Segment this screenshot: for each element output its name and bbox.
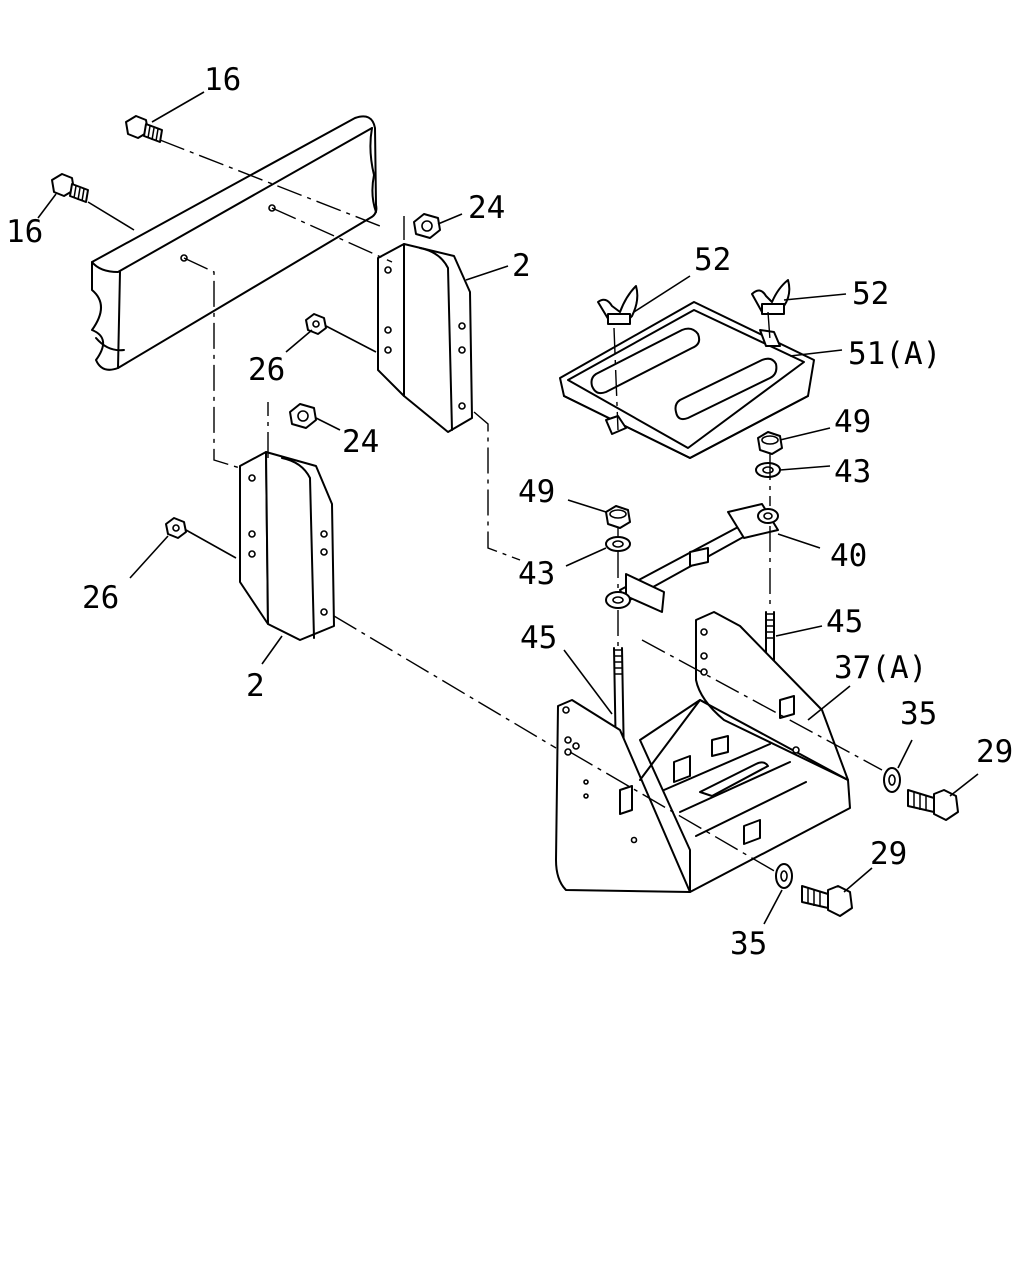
battery-tray-37 xyxy=(555,611,851,893)
nut-49-left xyxy=(605,505,631,529)
wing-nut-52-right xyxy=(751,279,791,315)
callout-16-left: 16 xyxy=(6,214,43,250)
washer-43-left xyxy=(605,536,631,552)
nut-26-upper xyxy=(305,313,327,335)
leader-lines xyxy=(37,91,979,925)
callout-29-right: 29 xyxy=(976,734,1013,770)
callout-52-right: 52 xyxy=(852,276,889,312)
flange-bolt-29-lower xyxy=(801,885,853,917)
callout-labels: 16 16 24 2 26 24 26 2 52 52 51(A) 49 43 … xyxy=(6,62,1013,962)
bracket-2-lower xyxy=(239,451,335,641)
callout-24-lower: 24 xyxy=(342,424,379,460)
callout-37a: 37(A) xyxy=(834,650,927,686)
callout-2-upper: 2 xyxy=(512,248,531,284)
washer-35-lower xyxy=(775,863,793,889)
callout-49-right: 49 xyxy=(834,404,871,440)
callout-45-right: 45 xyxy=(826,604,863,640)
callout-43-left: 43 xyxy=(518,556,555,592)
nut-24-upper xyxy=(413,213,441,239)
callout-26-upper: 26 xyxy=(248,352,285,388)
callout-45-left: 45 xyxy=(520,620,557,656)
nut-24-lower xyxy=(289,403,317,429)
washer-43-right xyxy=(755,462,781,478)
callout-52-left: 52 xyxy=(694,242,731,278)
callout-26-lower: 26 xyxy=(82,580,119,616)
nut-26-lower xyxy=(165,517,187,539)
callout-51a: 51(A) xyxy=(848,336,941,372)
flange-bolt-16-top xyxy=(125,115,163,143)
assembly-lines xyxy=(159,139,883,873)
callout-43-right: 43 xyxy=(834,454,871,490)
flange-bolt-16-left xyxy=(51,173,89,203)
nut-49-right xyxy=(757,431,783,455)
callout-40: 40 xyxy=(830,538,867,574)
callout-24-upper: 24 xyxy=(468,190,505,226)
callout-49-left: 49 xyxy=(518,474,555,510)
bracket-2-upper xyxy=(377,243,473,433)
hold-down-bar-40 xyxy=(605,503,779,613)
callout-35-right: 35 xyxy=(900,696,937,732)
flange-bolt-29-right xyxy=(907,789,959,821)
battery-cover-51 xyxy=(559,301,815,459)
frame-rail xyxy=(91,115,378,371)
washer-35-right xyxy=(883,767,901,793)
callout-29-lower: 29 xyxy=(870,836,907,872)
wing-nut-52-left xyxy=(597,285,639,325)
callout-2-lower: 2 xyxy=(246,668,265,704)
callout-35-lower: 35 xyxy=(730,926,767,962)
callout-16-top: 16 xyxy=(204,62,241,98)
